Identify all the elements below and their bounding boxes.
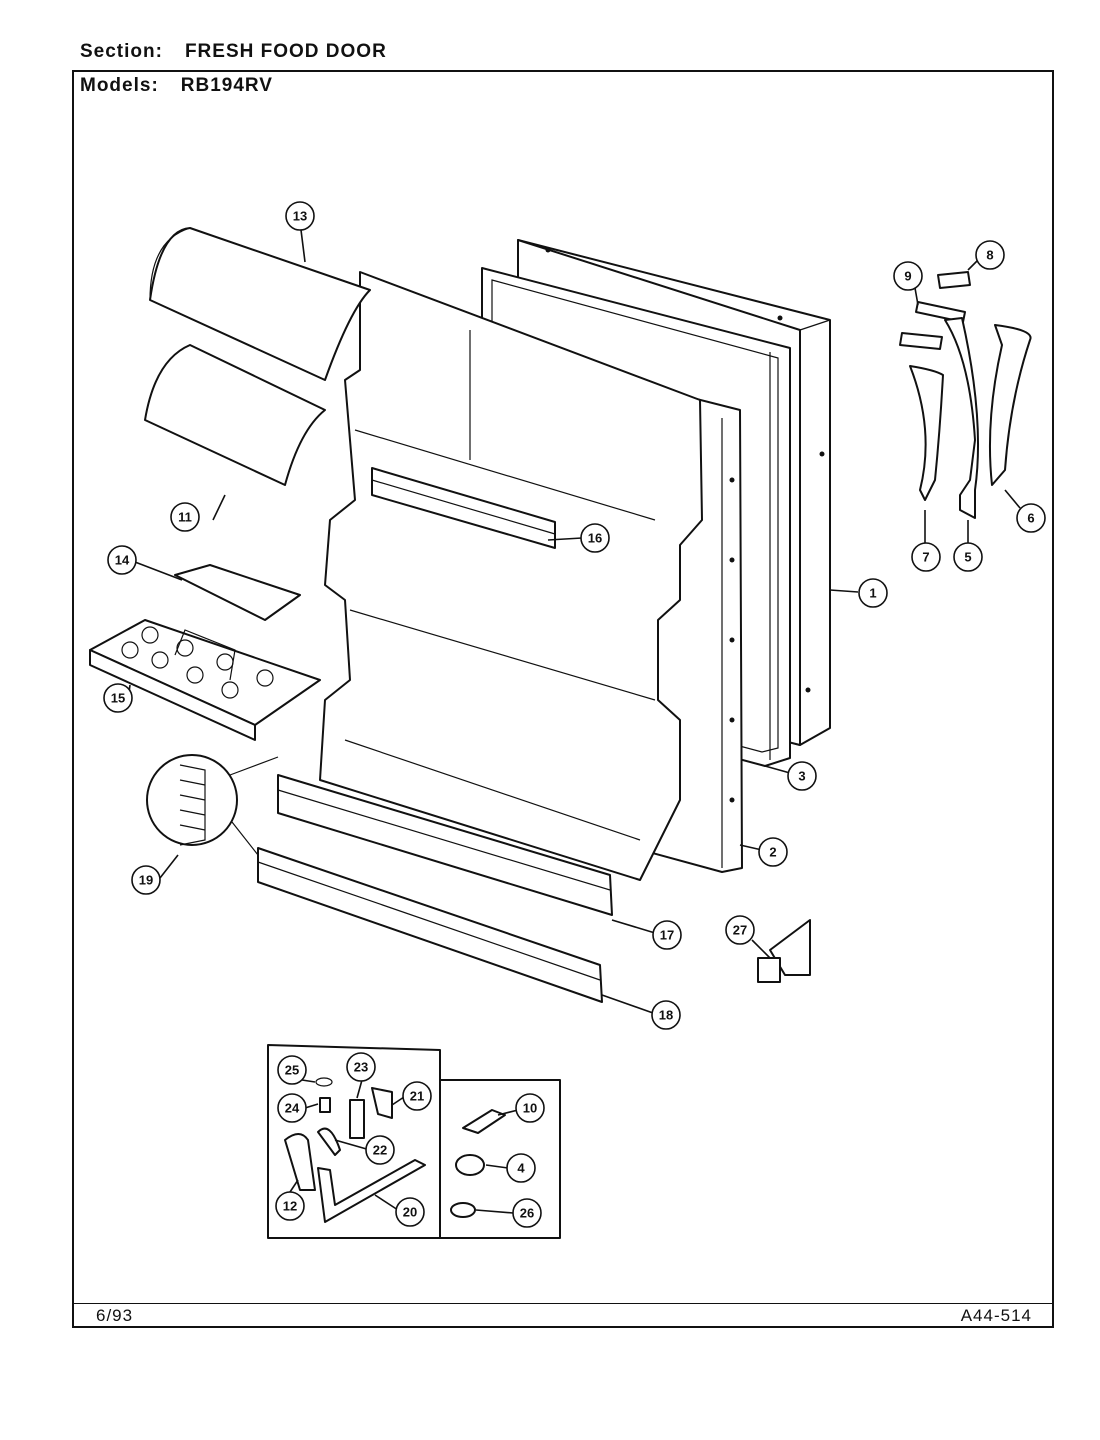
egg-tray	[89, 619, 321, 741]
callout-10: 10	[515, 1093, 545, 1123]
svg-text:27: 27	[733, 923, 747, 938]
svg-text:15: 15	[111, 691, 125, 706]
callout-6: 6	[1016, 503, 1046, 533]
callout-14: 14	[107, 545, 137, 575]
callout-11: 11	[170, 502, 200, 532]
svg-text:8: 8	[986, 248, 993, 263]
callout-9: 9	[893, 261, 923, 291]
bar-end-detail	[146, 754, 279, 856]
callout-7: 7	[911, 542, 941, 572]
svg-text:1: 1	[869, 586, 876, 601]
svg-text:2: 2	[769, 845, 776, 860]
svg-text:23: 23	[354, 1060, 368, 1075]
callout-27: 27	[725, 915, 755, 945]
dairy-cover-upper	[149, 227, 371, 381]
callout-4: 4	[506, 1153, 536, 1183]
svg-text:6: 6	[1027, 511, 1034, 526]
callout-20: 20	[395, 1197, 425, 1227]
callout-1: 1	[858, 578, 888, 608]
svg-text:13: 13	[293, 209, 307, 224]
svg-text:14: 14	[115, 553, 130, 568]
shelf-bar	[371, 467, 556, 549]
svg-text:5: 5	[964, 550, 971, 565]
svg-text:20: 20	[403, 1205, 417, 1220]
document-number: A44-514	[960, 1306, 1032, 1325]
callout-26: 26	[512, 1198, 542, 1228]
callout-8: 8	[975, 240, 1005, 270]
shelf-retainer	[757, 919, 811, 983]
diagram-frame	[72, 70, 1054, 1328]
models-value: RB194RV	[180, 75, 273, 96]
hinge-hardware-box	[267, 1044, 441, 1239]
svg-text:16: 16	[588, 531, 602, 546]
callout-5: 5	[953, 542, 983, 572]
callout-23: 23	[346, 1052, 376, 1082]
svg-text:19: 19	[139, 873, 153, 888]
section-value: FRESH FOOD DOOR	[184, 41, 387, 62]
handle-parts	[899, 271, 1032, 519]
door-bar-upper	[277, 774, 613, 916]
callout-17: 17	[652, 920, 682, 950]
revision-date: 6/93	[96, 1306, 134, 1325]
callout-21: 21	[402, 1081, 432, 1111]
models-heading: Models: RB194RV	[80, 75, 273, 97]
callout-24: 24	[277, 1093, 307, 1123]
callout-12: 12	[275, 1191, 305, 1221]
svg-text:4: 4	[517, 1161, 525, 1176]
svg-text:3: 3	[798, 769, 805, 784]
callout-25: 25	[277, 1055, 307, 1085]
callout-19: 19	[131, 865, 161, 895]
svg-text:24: 24	[285, 1101, 300, 1116]
callout-2: 2	[758, 837, 788, 867]
svg-text:9: 9	[904, 269, 911, 284]
callout-22: 22	[365, 1135, 395, 1165]
svg-text:10: 10	[523, 1101, 537, 1116]
svg-text:18: 18	[659, 1008, 673, 1023]
callout-18: 18	[651, 1000, 681, 1030]
footer-rule	[74, 1303, 1052, 1304]
section-heading: Section: FRESH FOOD DOOR	[80, 41, 387, 63]
svg-text:21: 21	[410, 1089, 424, 1104]
models-label: Models:	[80, 75, 159, 96]
egg-tray-lid	[174, 564, 301, 621]
callout-13: 13	[285, 201, 315, 231]
svg-text:22: 22	[373, 1143, 387, 1158]
leader-lines	[127, 229, 1021, 1214]
callout-3: 3	[787, 761, 817, 791]
svg-text:12: 12	[283, 1199, 297, 1214]
svg-text:26: 26	[520, 1206, 534, 1221]
svg-text:25: 25	[285, 1063, 299, 1078]
door-bar-lower	[257, 847, 603, 1003]
svg-text:7: 7	[922, 550, 929, 565]
svg-text:11: 11	[178, 510, 192, 525]
callout-16: 16	[580, 523, 610, 553]
svg-text:17: 17	[660, 928, 674, 943]
door-liner-shelves	[319, 271, 703, 881]
section-label: Section:	[80, 41, 163, 62]
dairy-cover-lower	[144, 344, 326, 486]
callout-15: 15	[103, 683, 133, 713]
